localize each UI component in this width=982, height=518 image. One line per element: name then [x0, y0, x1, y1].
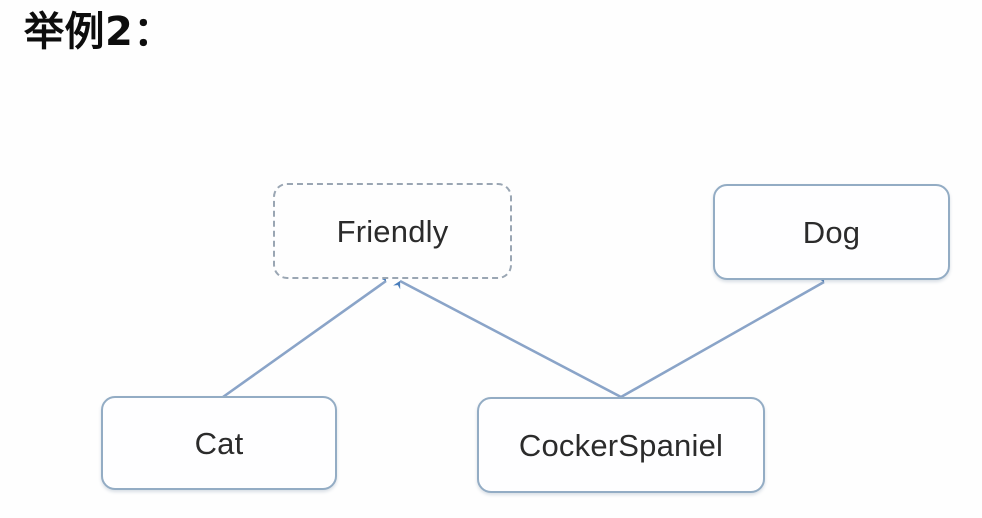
edge-cat-to-friendly [222, 272, 387, 399]
node-cockerspaniel-label: CockerSpaniel [518, 427, 724, 463]
node-dog-label: Dog [802, 214, 861, 250]
node-friendly-label: Friendly [336, 213, 449, 249]
node-dog[interactable]: Dog [713, 184, 950, 280]
node-cockerspaniel[interactable]: CockerSpaniel [477, 397, 765, 493]
edge-cockerspaniel-to-dog [620, 273, 825, 399]
node-friendly[interactable]: Friendly [273, 183, 512, 279]
node-cat[interactable]: Cat [101, 396, 337, 490]
page-title: 举例2： [24, 9, 174, 55]
edge-cockerspaniel-to-friendly [393, 279, 622, 399]
node-cat-label: Cat [194, 425, 244, 461]
